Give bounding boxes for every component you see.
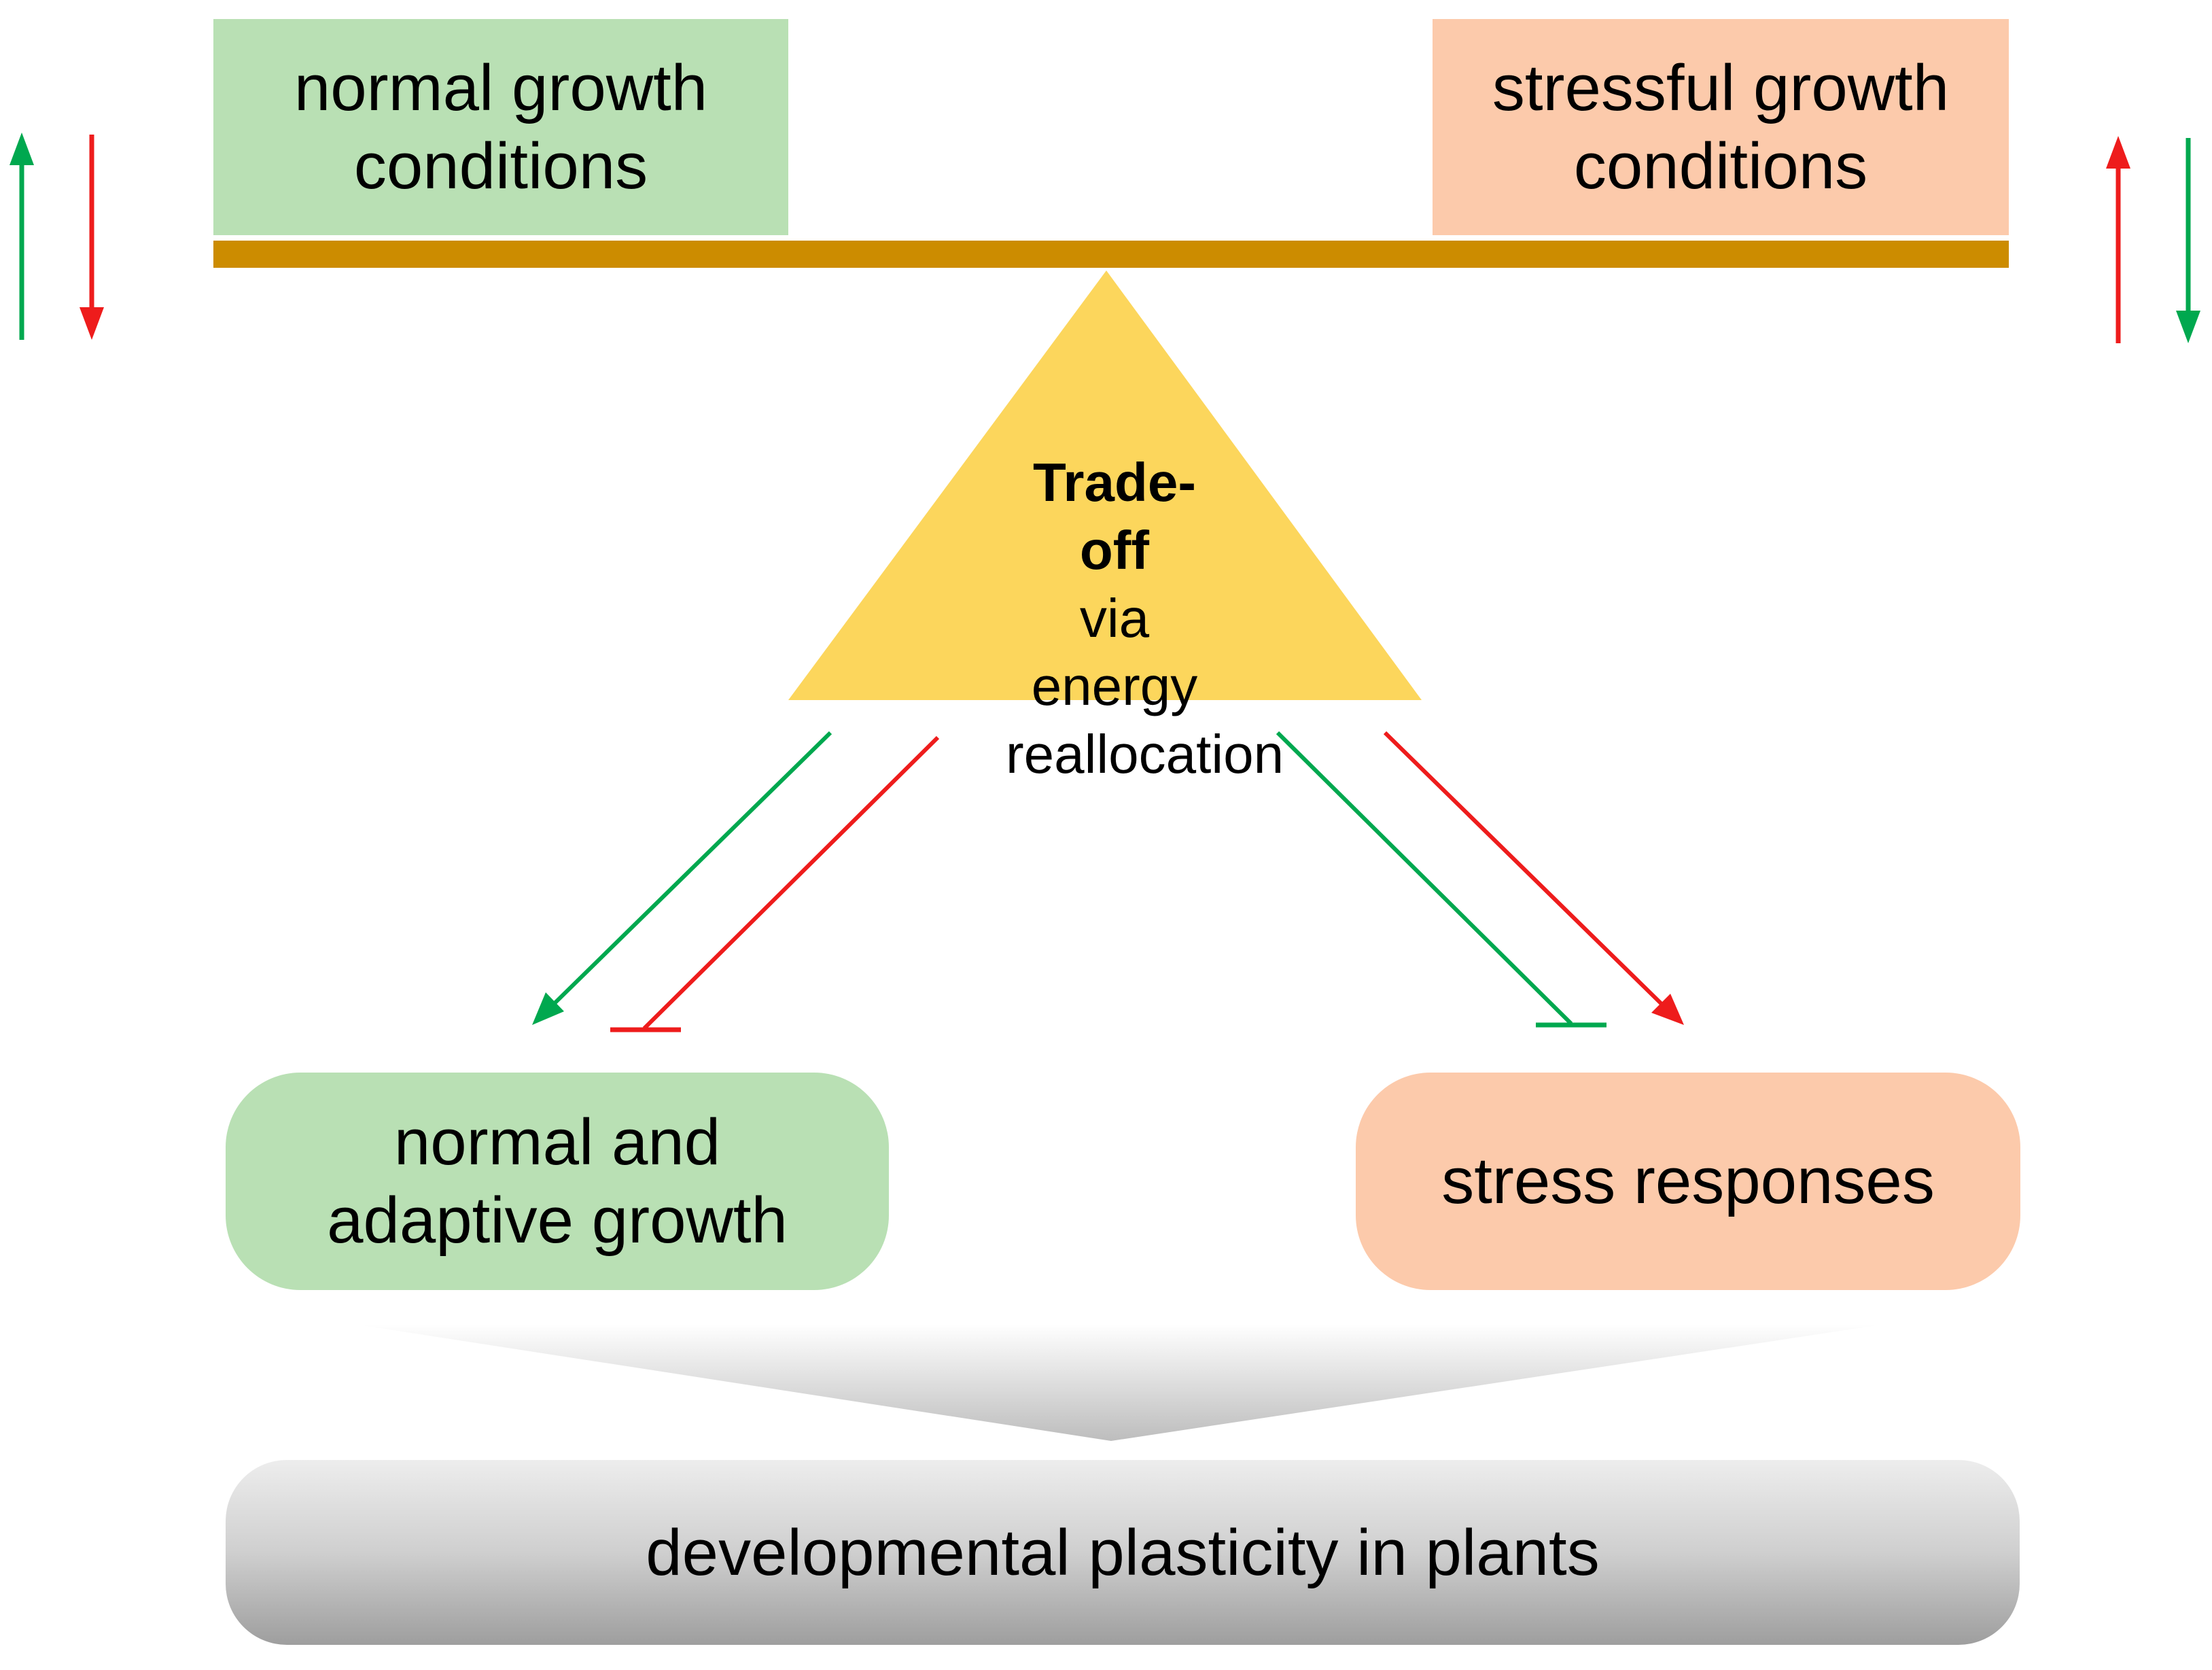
red-inhibit-line-growth: [642, 735, 940, 1030]
red-promote-arrowhead-stress: [1651, 994, 1684, 1025]
normal-conditions-box: [213, 19, 788, 235]
tradeoff-triangle: [788, 271, 1422, 700]
plasticity-label: developmental plasticity in plants: [226, 1461, 2020, 1645]
stressful-conditions-label: stressful growth conditions: [1433, 19, 2009, 235]
green-promote-arrow-growth: [550, 731, 832, 1008]
growth-outcome-label: normal and adaptive growth: [226, 1073, 889, 1290]
stressful-conditions-box: [1433, 19, 2009, 235]
tradeoff-line2: via energy: [1031, 588, 1198, 716]
balance-beam: [213, 241, 2009, 268]
tradeoff-title: Trade-off: [1032, 452, 1197, 580]
stress-outcome-line1: stress responses: [1441, 1145, 1935, 1218]
growth-outcome-line2: adaptive growth: [327, 1184, 788, 1257]
normal-conditions-label: normal growth conditions: [213, 19, 788, 235]
red-promote-arrow-stress: [1383, 731, 1664, 1007]
red-up-arrowhead-right: [2106, 136, 2130, 169]
green-down-arrowhead-right: [2176, 311, 2200, 343]
green-promote-arrowhead-growth: [532, 992, 564, 1025]
tradeoff-line3: reallocation: [1006, 724, 1284, 784]
stress-outcome-box: [1356, 1073, 2020, 1290]
growth-outcome-line1: normal and: [393, 1105, 721, 1179]
stressful-conditions-line1: stressful growth: [1492, 51, 1950, 124]
normal-conditions-line2: conditions: [353, 130, 648, 203]
normal-conditions-line1: normal growth: [294, 51, 708, 124]
tradeoff-label: Trade-off via energy reallocation: [1006, 449, 1284, 788]
green-up-arrowhead-left: [10, 133, 34, 165]
stress-outcome-label: stress responses: [1356, 1073, 2020, 1290]
plasticity-box: [226, 1460, 2020, 1645]
plasticity-text: developmental plasticity in plants: [646, 1516, 1600, 1589]
green-inhibit-line-stress: [1276, 731, 1573, 1026]
red-down-arrowhead-left: [80, 307, 104, 340]
convergence-funnel: [353, 1324, 1886, 1441]
growth-outcome-box: [226, 1073, 889, 1290]
stressful-conditions-line2: conditions: [1573, 130, 1868, 203]
